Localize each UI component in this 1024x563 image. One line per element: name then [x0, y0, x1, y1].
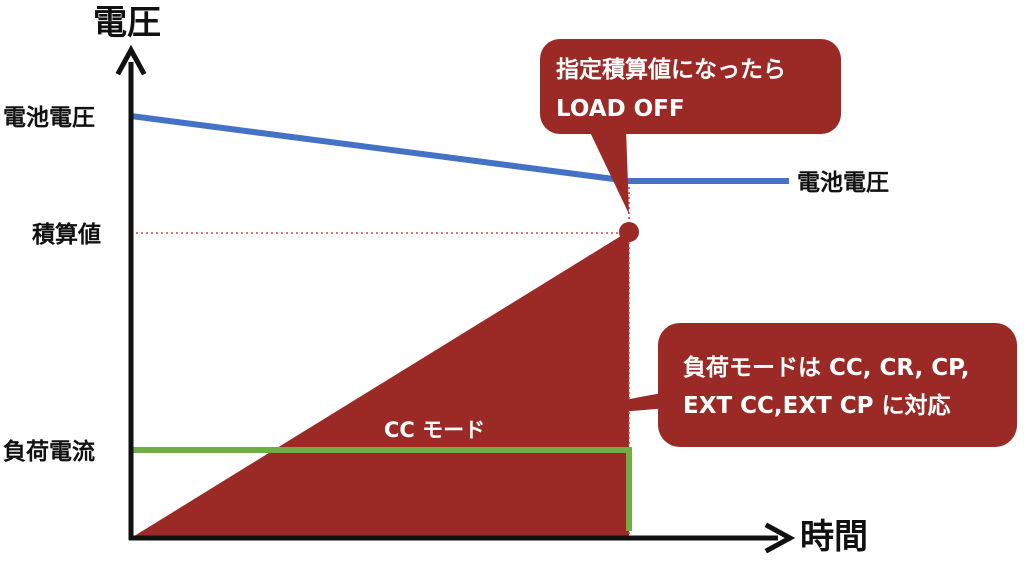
modes-callout-line1: 負荷モードは CC, CR, CP, — [683, 354, 970, 381]
modes-callout-box — [658, 323, 1017, 447]
load-off-callout-box — [540, 39, 841, 134]
load-off-point — [619, 222, 639, 242]
y-tick-integrated-value: 積算値 — [32, 221, 101, 248]
y-tick-battery-voltage: 電池電圧 — [3, 105, 95, 131]
y-axis-arrowhead — [115, 44, 147, 76]
load-off-callout-line2: LOAD OFF — [556, 96, 685, 122]
battery-voltage-series-label: 電池電圧 — [797, 170, 889, 196]
load-off-callout-line1: 指定積算値になったら — [556, 56, 786, 83]
integrated-value-area — [131, 231, 629, 538]
x-axis-arrowhead — [764, 522, 796, 554]
load-off-callout-pointer — [588, 128, 629, 214]
y-axis-title: 電圧 — [93, 3, 161, 43]
mode-label: CC モード — [384, 418, 485, 442]
modes-callout-line2: EXT CC,EXT CP に対応 — [683, 392, 951, 419]
x-axis-title: 時間 — [800, 517, 868, 557]
modes-callout: 負荷モードは CC, CR, CP, EXT CC,EXT CP に対応 — [513, 323, 1017, 447]
load-off-callout: 指定積算値になったら LOAD OFF — [540, 39, 841, 214]
load-current-line — [131, 447, 632, 531]
y-tick-load-current: 負荷電流 — [3, 438, 95, 465]
battery-voltage-line — [130, 113, 789, 184]
modes-callout-pointer — [513, 392, 667, 421]
